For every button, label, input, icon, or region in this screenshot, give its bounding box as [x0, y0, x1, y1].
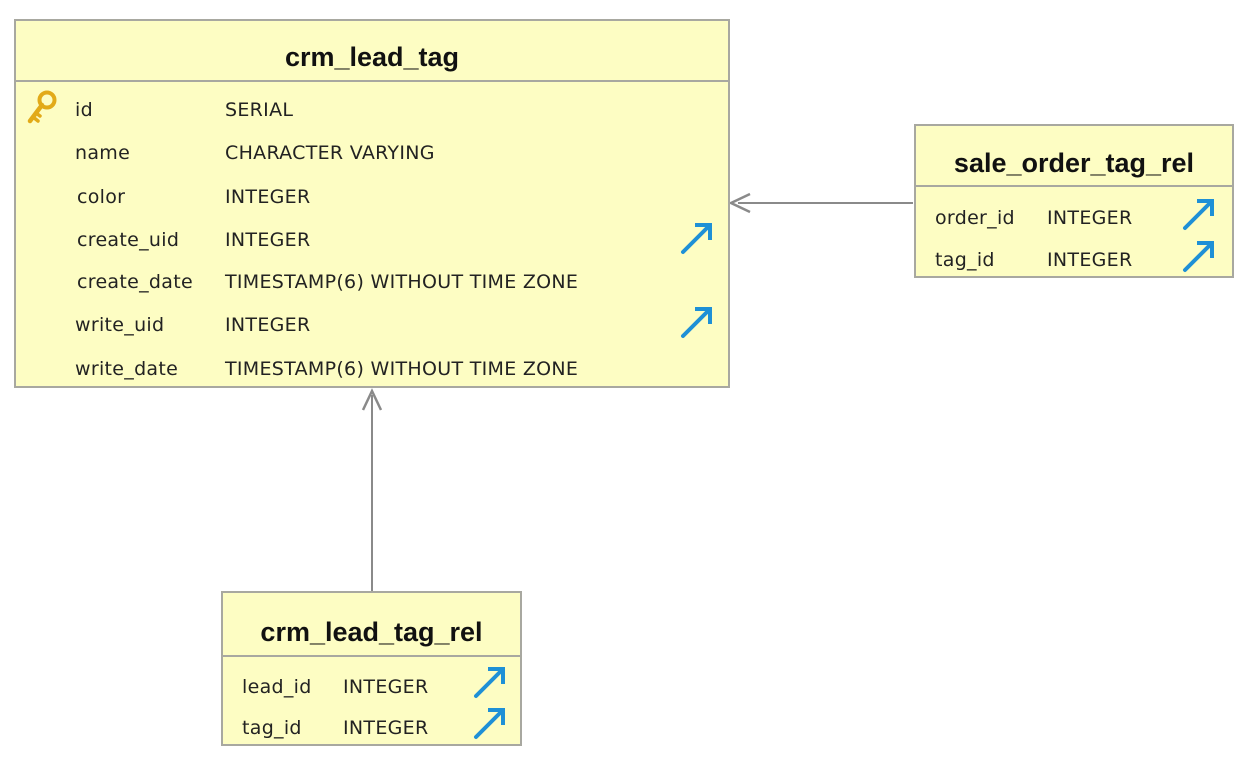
column-name: write_uid — [75, 314, 165, 336]
arrowhead — [361, 388, 383, 411]
column-name: write_date — [75, 358, 179, 380]
entity-title: sale_order_tag_rel — [916, 126, 1232, 187]
column-type: TIMESTAMP(6) WITHOUT TIME ZONE — [225, 271, 579, 293]
column-type: INTEGER — [225, 229, 311, 251]
column-type: SERIAL — [225, 99, 294, 121]
column-type: INTEGER — [1047, 249, 1133, 271]
column-name: color — [77, 186, 126, 208]
column-type: INTEGER — [225, 186, 311, 208]
column-name: id — [75, 99, 93, 121]
foreign-key-icon — [681, 307, 712, 338]
column-name: lead_id — [242, 676, 312, 698]
relationship-sale-order-tag-rel-to-crm-lead-tag — [728, 192, 913, 214]
primary-key-icon — [27, 90, 57, 124]
column-type: CHARACTER VARYING — [225, 142, 435, 164]
column-type: TIMESTAMP(6) WITHOUT TIME ZONE — [225, 358, 579, 380]
entity-crm-lead-tag-rel[interactable]: crm_lead_tag_rel lead_id INTEGER tag_id … — [221, 591, 522, 746]
arrowhead — [728, 192, 751, 214]
entity-crm-lead-tag[interactable]: crm_lead_tag id SERIAL name CHARACTER VA… — [14, 19, 730, 388]
foreign-key-icon — [474, 708, 505, 739]
column-type: INTEGER — [1047, 207, 1133, 229]
column-name: create_date — [77, 271, 193, 293]
column-type: INTEGER — [225, 314, 311, 336]
column-name: tag_id — [242, 717, 302, 739]
entity-title: crm_lead_tag — [16, 21, 728, 82]
column-name: create_uid — [77, 229, 180, 251]
foreign-key-icon — [681, 223, 712, 254]
entity-sale-order-tag-rel[interactable]: sale_order_tag_rel order_id INTEGER tag_… — [914, 124, 1234, 278]
column-name: name — [75, 142, 131, 164]
foreign-key-icon — [474, 667, 505, 698]
foreign-key-icon — [1183, 199, 1214, 230]
column-type: INTEGER — [343, 717, 429, 739]
foreign-key-icon — [1183, 241, 1214, 272]
entity-title: crm_lead_tag_rel — [223, 593, 520, 657]
column-type: INTEGER — [343, 676, 429, 698]
relationship-crm-lead-tag-rel-to-crm-lead-tag — [361, 388, 383, 591]
column-name: tag_id — [935, 249, 995, 271]
column-name: order_id — [935, 207, 1015, 229]
